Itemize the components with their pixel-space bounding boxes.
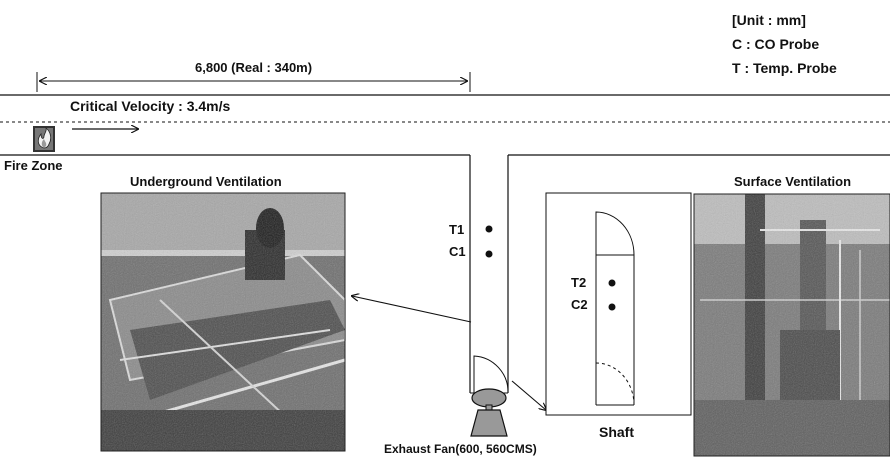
- dimension-label: 6,800 (Real : 340m): [195, 60, 312, 75]
- probe-c2-dot: [609, 304, 616, 311]
- probe-t2-dot: [609, 280, 616, 287]
- dimension-line: [37, 72, 470, 92]
- underground-photo: [101, 193, 345, 451]
- underground-title: Underground Ventilation: [130, 174, 282, 189]
- exhaust-fan-label: Exhaust Fan(600, 560CMS): [384, 442, 537, 456]
- probe-c1-dot: [486, 251, 493, 258]
- exhaust-fan-icon: [471, 389, 507, 436]
- probe-c1-label: C1: [449, 244, 466, 259]
- shaft-detail-box: [546, 193, 691, 415]
- probe-c2-label: C2: [571, 297, 588, 312]
- surface-title: Surface Ventilation: [734, 174, 851, 189]
- legend-unit: [Unit : mm]: [732, 8, 837, 32]
- legend-co-probe: C : CO Probe: [732, 32, 837, 56]
- fire-icon: [33, 126, 55, 152]
- probe-t2-label: T2: [571, 275, 586, 290]
- surface-photo: [694, 194, 890, 456]
- arrow-to-underground: [352, 296, 471, 322]
- legend: [Unit : mm] C : CO Probe T : Temp. Probe: [732, 8, 837, 80]
- arrow-to-shaft-detail: [512, 381, 546, 410]
- velocity-label: Critical Velocity : 3.4m/s: [70, 98, 230, 114]
- shaft: [470, 155, 508, 393]
- fire-zone-label: Fire Zone: [4, 158, 63, 173]
- probe-t1-label: T1: [449, 222, 464, 237]
- legend-temp-probe: T : Temp. Probe: [732, 56, 837, 80]
- probe-t1-dot: [486, 226, 493, 233]
- shaft-label: Shaft: [599, 424, 634, 440]
